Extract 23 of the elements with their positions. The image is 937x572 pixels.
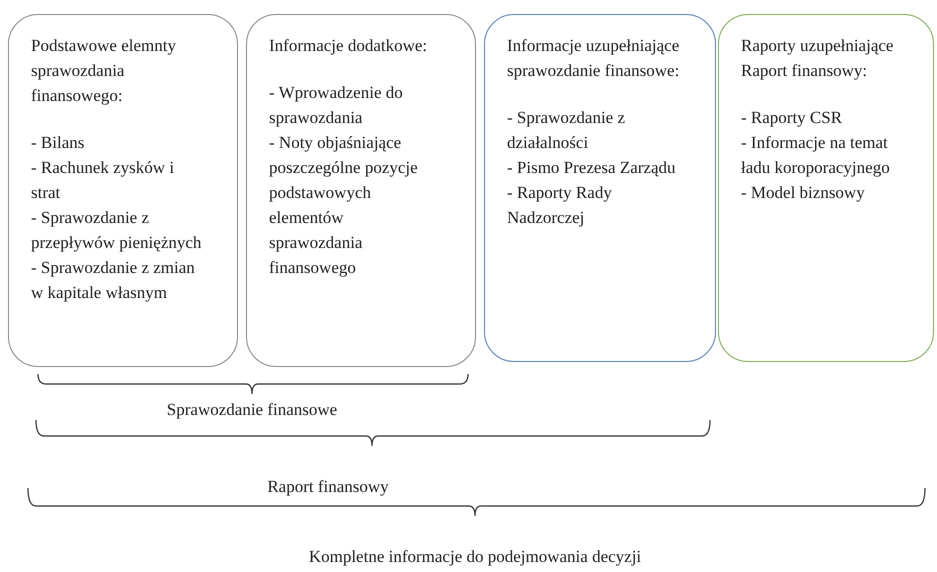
list-item: - Sprawozdanie z zmian w kapitale własnym — [31, 257, 196, 304]
list-item: - Pismo Prezesa Zarządu — [507, 157, 677, 179]
rounded-box — [246, 14, 476, 367]
list-item: - Noty objaśniające poszczególne pozycje podstawowych elementów sprawozdania finansowego — [269, 132, 419, 279]
brace-label: Sprawozdanie finansowe — [166, 400, 338, 420]
box-heading: Raporty uzupełniające Raport finansowy: — [741, 35, 894, 82]
list-item: - Bilans — [31, 132, 86, 154]
list-item: - Sprawozdanie z działalności — [507, 107, 626, 154]
rounded-box — [718, 14, 934, 362]
box-heading: Podstawowe elemnty sprawozdania finansowego: — [31, 35, 177, 107]
rounded-box — [8, 14, 238, 367]
list-item: - Model biznsowy — [741, 182, 866, 204]
box-heading: Informacje uzupełniające sprawozdanie finansowe: — [507, 35, 680, 82]
list-item: - Wprowadzenie do sprawozdania — [269, 82, 404, 129]
list-item: - Raporty Rady Nadzorczej — [507, 182, 613, 229]
list-item: - Informacje na temat ładu koroporacyjnego — [741, 132, 891, 179]
list-item: - Raporty CSR — [741, 107, 844, 129]
list-item: - Sprawozdanie z przepływów pieniężnych — [31, 207, 202, 254]
brace-label: Kompletne informacje do podejmowania decyzji — [308, 547, 642, 567]
box-heading: Informacje dodatkowe: — [269, 35, 428, 57]
brace-label: Raport finansowy — [267, 477, 389, 497]
rounded-box — [484, 14, 716, 362]
list-item: - Rachunek zysków i strat — [31, 157, 176, 204]
